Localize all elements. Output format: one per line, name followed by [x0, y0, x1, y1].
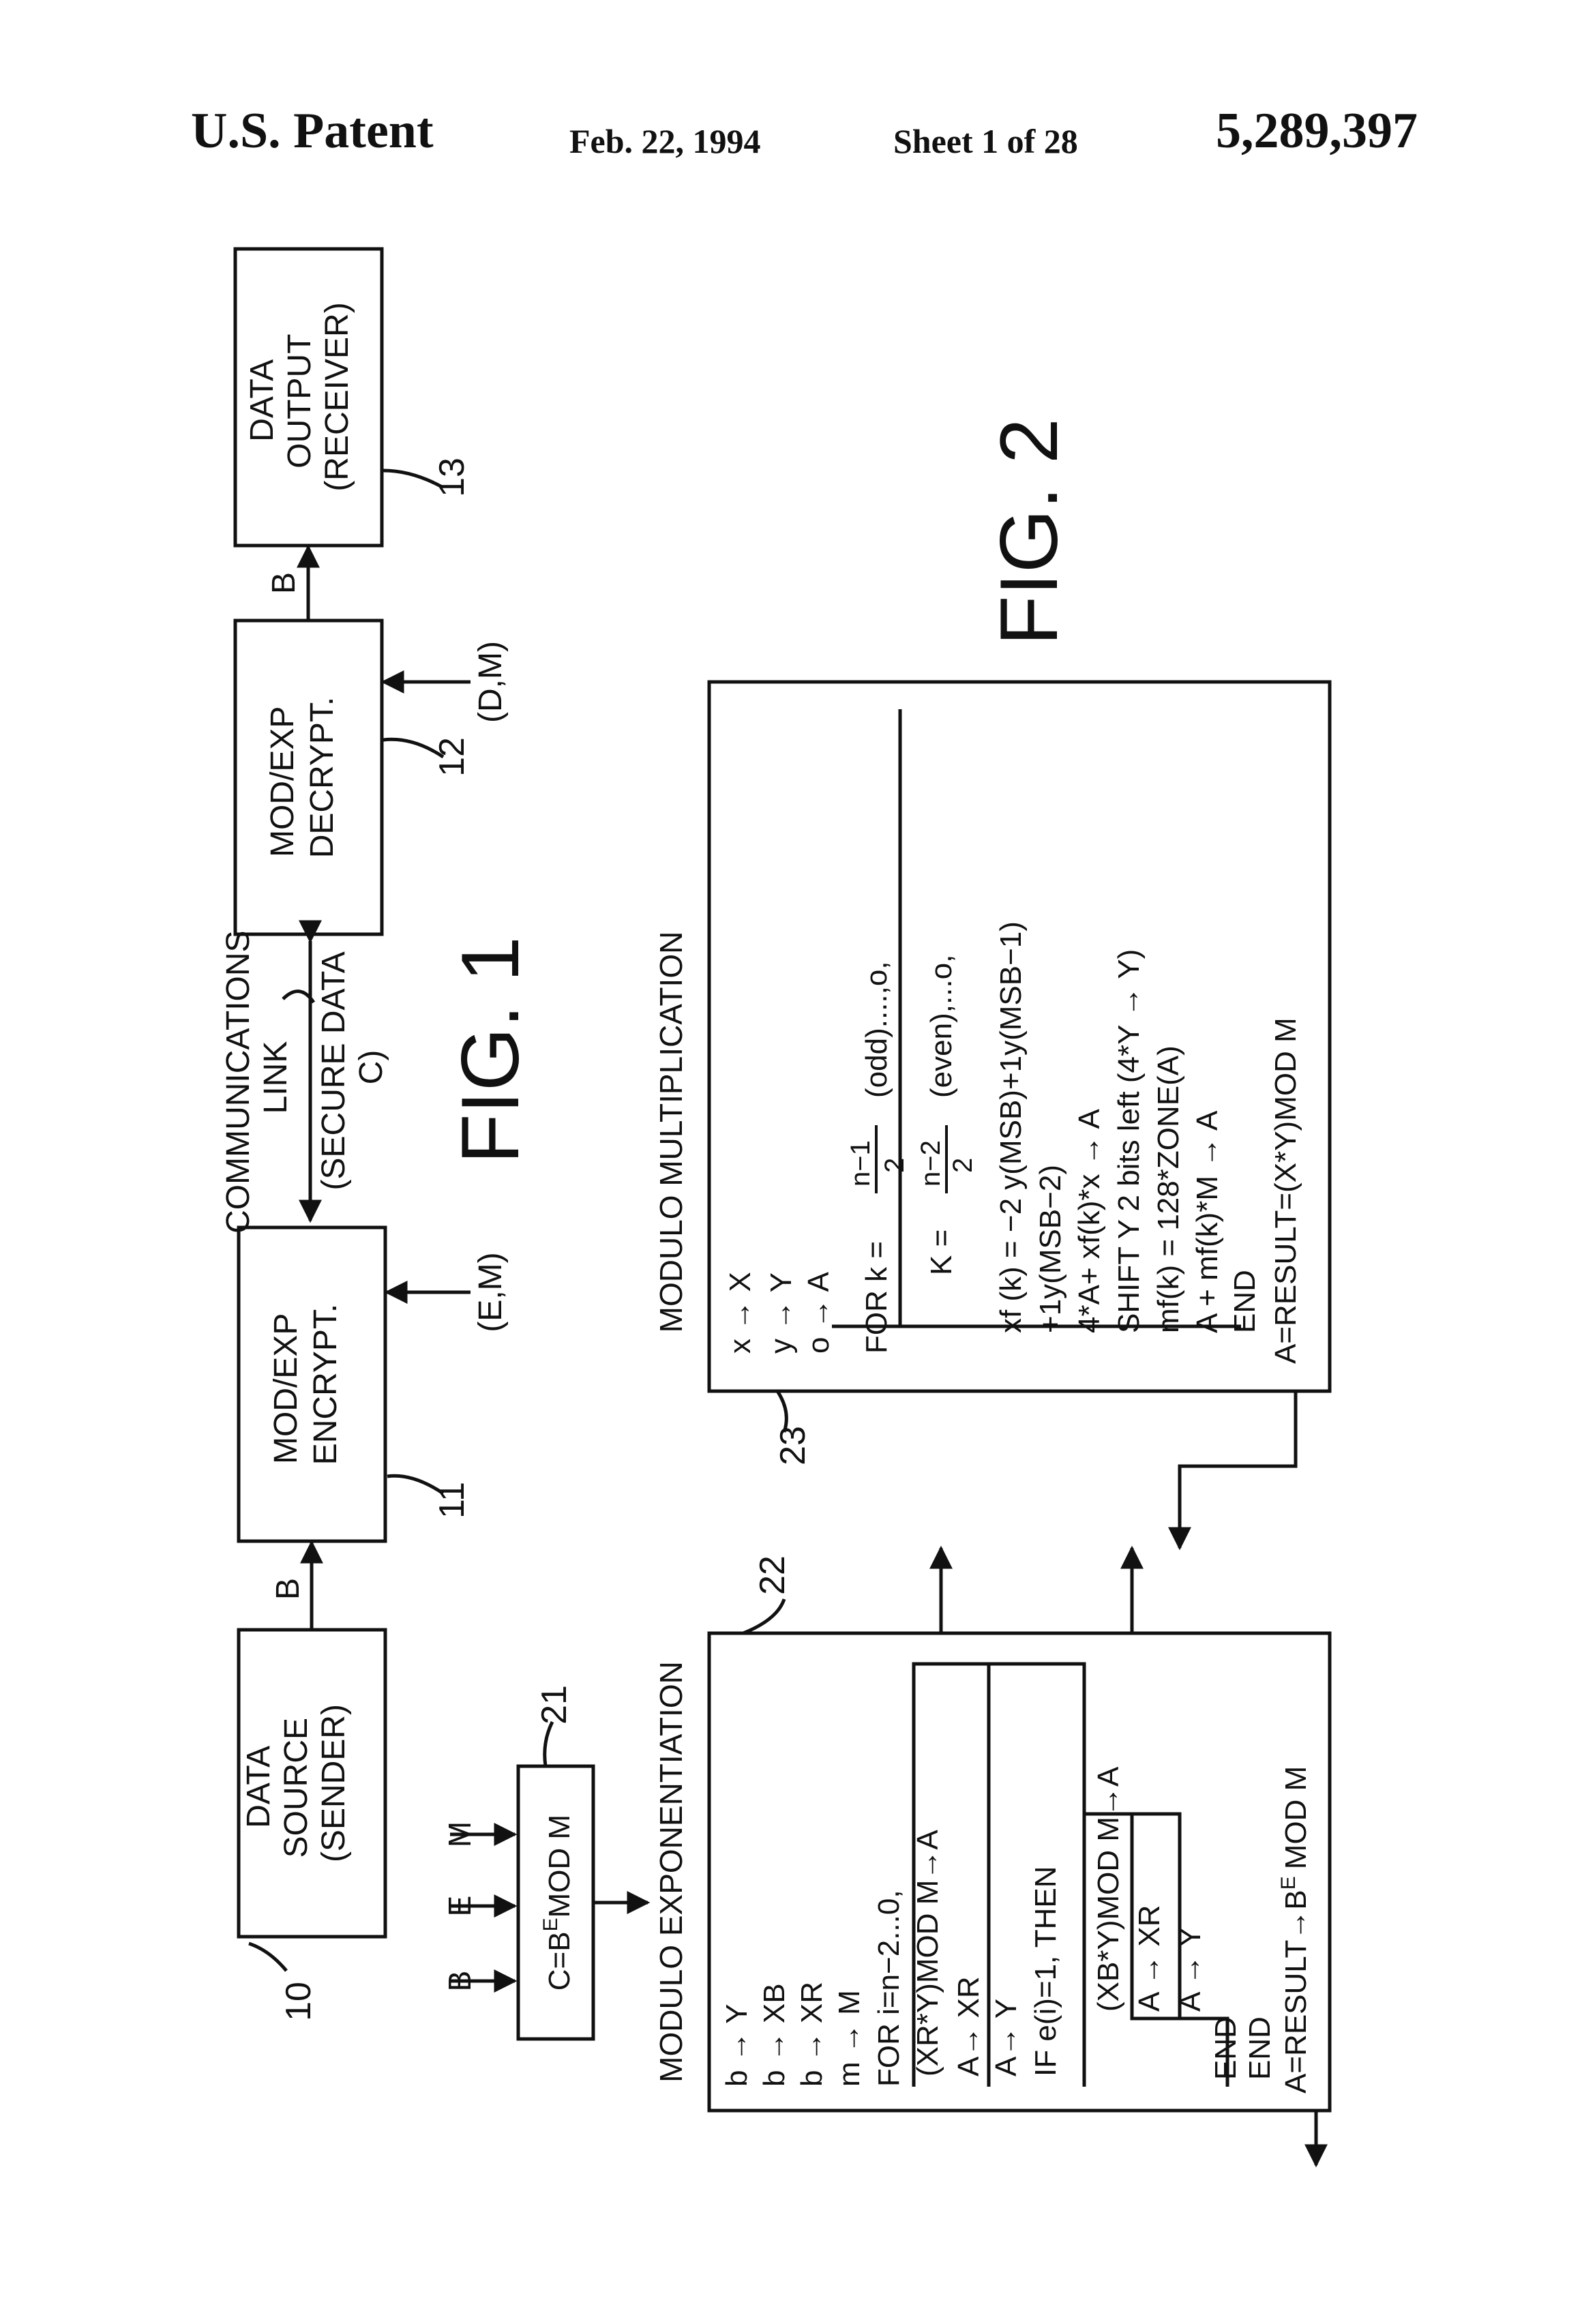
mult-title: MODULO MULTIPLICATION [653, 932, 689, 1333]
ref-leader-21 [545, 1722, 552, 1766]
exp-title: MODULO EXPONENTIATION [653, 1661, 689, 2083]
ref-13: 13 [432, 458, 472, 497]
ref-12: 12 [432, 737, 472, 777]
ref-23: 23 [773, 1426, 813, 1465]
exp-line: A → Y [1174, 1927, 1207, 2012]
ref-leader-23 [777, 1391, 786, 1432]
decrypt-label: MOD/EXP DECRYPT. [265, 697, 340, 859]
mult-line: +1y(MSB−2) [1034, 1165, 1067, 1333]
mult-line: (even),...o, [925, 955, 958, 1098]
input-label-e: E [442, 1896, 477, 1917]
ref-leader-22 [743, 1599, 784, 1633]
fig2-labels: FIG. 2 C=BEMOD M 21 B E M MODULO EXPONEN… [0, 0, 1313, 2094]
dec-input-label: (D,M) [473, 641, 509, 723]
enc-input-label: (E,M) [473, 1252, 509, 1332]
ref-10: 10 [279, 1982, 318, 2021]
b-label-left: B [270, 1578, 306, 1600]
exp-line: b → XR [795, 1982, 829, 2087]
ref-22: 22 [753, 1555, 792, 1595]
encrypt-label: MOD/EXP ENCRYPT. [268, 1304, 344, 1465]
mult-line: y → Y [764, 1272, 798, 1354]
fig1-labels: DATA SOURCE (SENDER) 10 MOD/EXP ENCRYPT.… [220, 302, 536, 2021]
mult-line: xf (k) = −2 y(MSB)+1y(MSB−1) [994, 921, 1028, 1333]
input-label-b: B [442, 1971, 477, 1992]
mult-line: o → A [802, 1272, 835, 1354]
exp-line: A→ Y [989, 1999, 1023, 2076]
exp-line: A→ XR [952, 1976, 985, 2076]
exp-line: IF e(i)=1, THEN [1029, 1866, 1062, 2076]
exp-line: END [1243, 2016, 1277, 2080]
exp-line: m → M [833, 1990, 866, 2087]
fig1-caption: FIG. 1 [445, 936, 536, 1163]
mult-line: A=RESULT=(X*Y)MOD M [1269, 1017, 1302, 1364]
mult-fraction-num: n−1 [846, 1140, 876, 1187]
mult-line: x → X [723, 1272, 757, 1354]
formula-text: C=BEMOD M [539, 1815, 576, 1991]
exp-line: END [1209, 2016, 1242, 2080]
ref-21: 21 [535, 1685, 574, 1725]
ref-11: 11 [432, 1482, 472, 1519]
mult-program-lines: x → X y → Y o → A FOR k = n−1 2 (odd)...… [723, 921, 1302, 1364]
mult-line: SHIFT Y 2 bits left (4*Y → Y) [1112, 949, 1146, 1333]
mult-fraction-den: 2 [880, 1158, 910, 1173]
data-output-label: DATA OUTPUT (RECEIVER) [244, 302, 355, 491]
mult-line: K = [925, 1230, 958, 1275]
exp-result-line: A=RESULT→BEMOD M [1277, 1766, 1313, 2094]
communications-link-label: COMMUNICATIONS LINK [220, 921, 294, 1234]
exp-line: A → XR [1133, 1905, 1166, 2012]
ref-leader-10 [249, 1943, 286, 1971]
mult-line: 4*A+ xf(k)*x → A [1073, 1108, 1106, 1333]
mult-line: END [1228, 1270, 1262, 1333]
exp-line: FOR i=n−2...0, [872, 1890, 906, 2087]
fig2-caption: FIG. 2 [983, 418, 1075, 645]
exp-program-lines: b → Y b → XB b → XR m → M FOR i=n−2...0,… [720, 1766, 1313, 2094]
exp-line: b → Y [720, 2004, 753, 2087]
exp-line: (XR*Y)MOD M→A [911, 1830, 944, 2076]
mult-fraction-num: n−2 [916, 1140, 946, 1187]
data-source-label: DATA SOURCE (SENDER) [241, 1704, 352, 1862]
mult-line: (odd)....,o, [860, 961, 893, 1098]
input-label-m: M [442, 1821, 477, 1847]
mult-fraction-den: 2 [948, 1158, 978, 1173]
mult-line: A + mf(k)*M → A [1191, 1110, 1224, 1333]
exp-line: b → XB [758, 1983, 791, 2087]
mult-line: FOR k = [860, 1241, 893, 1354]
mult-line: mf(k) = 128*ZONE(A) [1152, 1045, 1185, 1333]
mult-result-return-arrow [1180, 1391, 1296, 1548]
exp-line: (XB*Y)MOD M→A [1092, 1766, 1125, 2012]
b-label-right: B [266, 572, 302, 594]
secure-data-label: (SECURE DATA C) [316, 944, 389, 1191]
